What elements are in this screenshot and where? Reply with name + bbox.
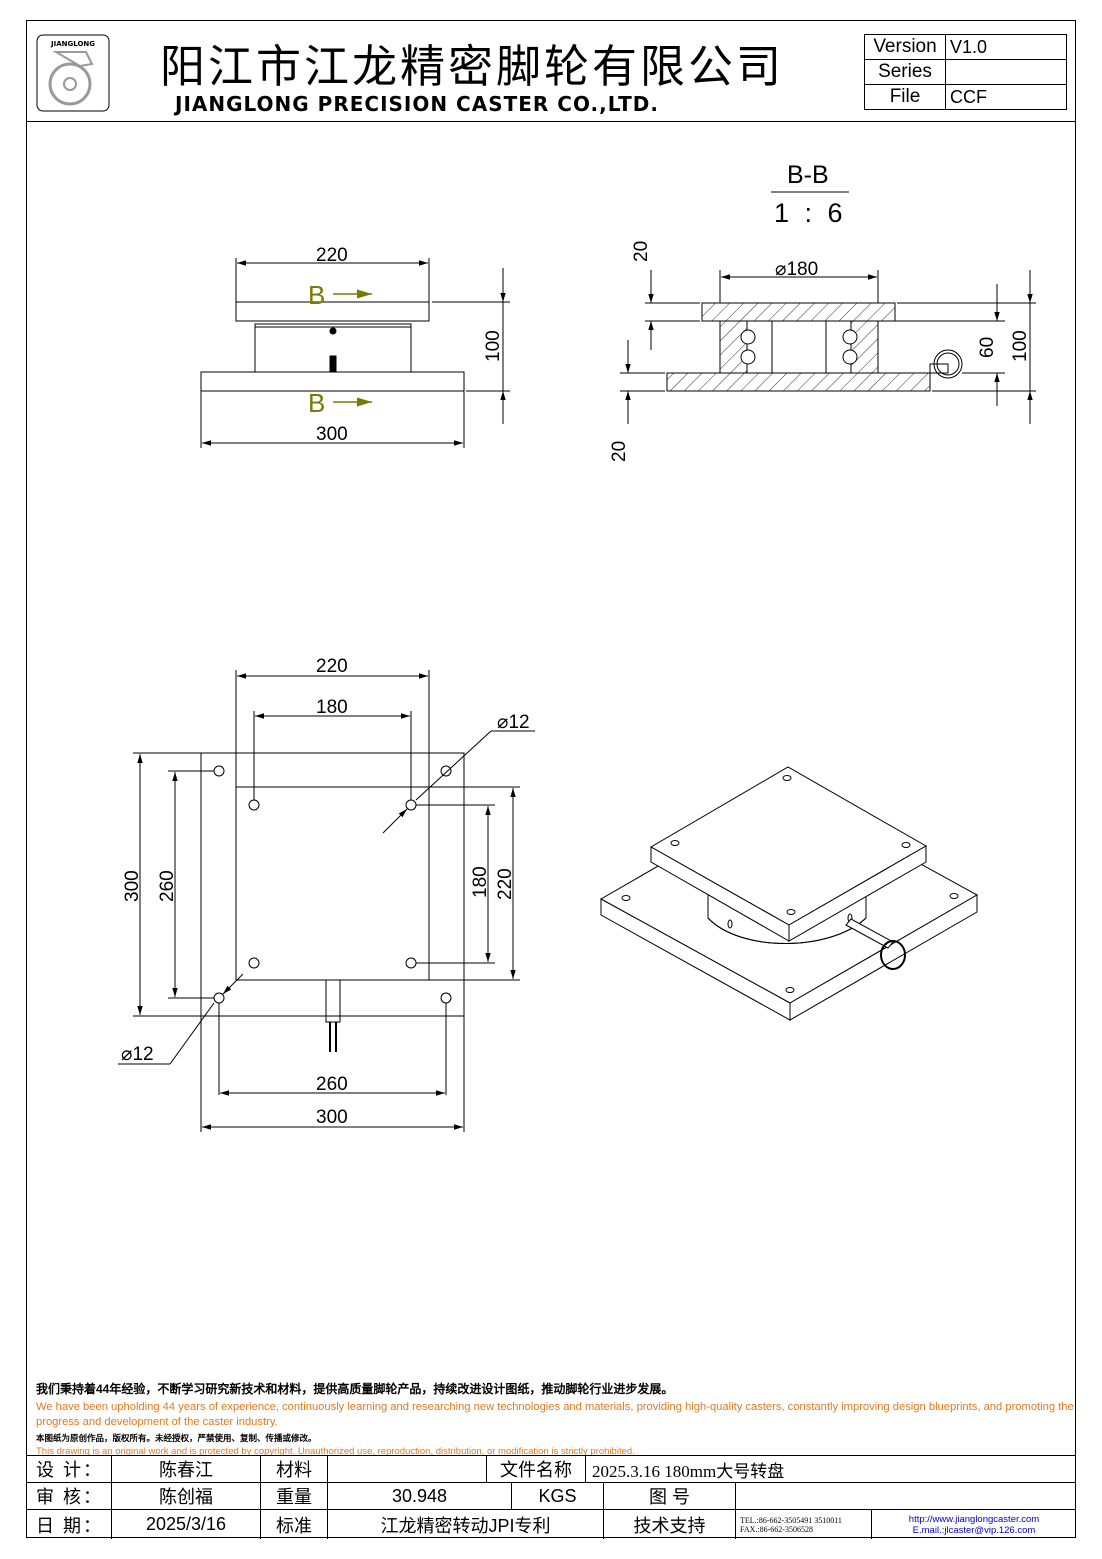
- material-value: [328, 1456, 487, 1483]
- company-name-en: JIANGLONG PRECISION CASTER CO.,LTD.: [175, 92, 659, 116]
- date-value: 2025/3/16: [112, 1510, 261, 1539]
- support-label: 技术支持: [604, 1510, 736, 1539]
- copyright-en: This drawing is an original work and is …: [36, 1446, 635, 1457]
- dim-plan-180-right: 180: [470, 866, 491, 898]
- note-en: We have been upholding 44 years of exper…: [36, 1401, 1074, 1428]
- dim-section-diameter: ⌀180: [775, 259, 818, 280]
- plan-view: [118, 670, 535, 1132]
- fax-text: FAX.:86-662-3506528: [740, 1524, 813, 1534]
- logo-text: JIANGLONG: [50, 40, 95, 48]
- front-view: [200, 258, 510, 448]
- dim-plan-180-top: 180: [316, 697, 348, 718]
- review-value: 陈创福: [112, 1483, 261, 1510]
- series-label: Series: [864, 59, 946, 85]
- filename-value: 2025.3.16 180mm大号转盘: [586, 1456, 1076, 1483]
- dim-front-height: 100: [483, 330, 504, 362]
- tel-text: TEL.:86-662-3505491 3510011: [740, 1515, 842, 1525]
- dim-section-base-thick: 20: [609, 441, 630, 462]
- standard-value: 江龙精密转动JPI专利: [328, 1510, 604, 1539]
- dim-plan-220-top: 220: [316, 656, 348, 677]
- website-link[interactable]: http://www.jianglongcaster.com: [908, 1513, 1040, 1525]
- dim-section-top-thick: 20: [631, 241, 652, 262]
- version-value: V1.0: [945, 34, 1067, 60]
- dim-front-base-width: 300: [316, 424, 348, 445]
- title-block: 设 计： 陈春江 材料 文件名称 2025.3.16 180mm大号转盘 审 核…: [26, 1455, 1076, 1539]
- dim-plan-260-left: 260: [157, 870, 178, 902]
- drawing-no-label: 图 号: [604, 1483, 736, 1510]
- file-value: CCF: [945, 84, 1067, 110]
- dim-plan-220-right: 220: [495, 868, 516, 900]
- isometric-view: [599, 766, 979, 1021]
- dim-plan-hole-top: ⌀12: [497, 712, 530, 733]
- dim-plan-hole-bottom: ⌀12: [121, 1044, 154, 1065]
- dim-plan-260-bottom: 260: [316, 1074, 348, 1095]
- weight-label: 重量: [261, 1483, 328, 1510]
- header: [26, 20, 1076, 122]
- drawing-sheet-border: [26, 20, 1076, 1538]
- dim-plan-300-left: 300: [122, 870, 143, 902]
- cut-label-b-bottom: B: [308, 388, 325, 418]
- note-cn: 我们秉持着44年经验，不断学习研究新技术和材料，提供高质量脚轮产品，持续改进设计…: [36, 1382, 674, 1396]
- design-label: 设 计：: [26, 1456, 112, 1483]
- cut-marker-top: B: [308, 280, 372, 310]
- email-link[interactable]: E.mail.:jlcaster@vip.126.com: [912, 1524, 1036, 1536]
- section-title: B-B: [787, 161, 829, 189]
- date-label: 日 期：: [26, 1510, 112, 1539]
- weight-unit: KGS: [512, 1483, 604, 1510]
- material-label: 材料: [261, 1456, 328, 1483]
- dim-plan-300-bottom: 300: [316, 1107, 348, 1128]
- dim-section-mid: 60: [977, 337, 998, 358]
- dim-front-top-width: 220: [316, 245, 348, 266]
- section-scale: 1 : 6: [774, 198, 847, 228]
- copyright-cn: 本图纸为原创作品，版权所有。未经授权，严禁使用、复制、传播或修改。: [36, 1433, 317, 1443]
- contact-web: http://www.jianglongcaster.com E.mail.:j…: [872, 1510, 1076, 1539]
- design-value: 陈春江: [112, 1456, 261, 1483]
- review-label: 审 核：: [26, 1483, 112, 1510]
- file-label: File: [864, 84, 946, 110]
- notes-block: 我们秉持着44年经验，不断学习研究新技术和材料，提供高质量脚轮产品，持续改进设计…: [36, 1380, 1076, 1457]
- drawing-no-value: [736, 1483, 1076, 1510]
- company-logo: JIANGLONG: [36, 34, 110, 112]
- standard-label: 标准: [261, 1510, 328, 1539]
- dim-section-total: 100: [1010, 330, 1031, 362]
- version-table: Version V1.0 Series File CCF: [864, 34, 1067, 110]
- filename-label: 文件名称: [487, 1456, 586, 1483]
- weight-value: 30.948: [328, 1483, 512, 1510]
- technical-drawing: B B 220 100 300 B-B 1 : 6: [118, 161, 1036, 1132]
- series-value: [945, 59, 1067, 85]
- cut-marker-bottom: B: [308, 388, 372, 418]
- cut-label-b-top: B: [308, 280, 325, 310]
- contact-phone: TEL.:86-662-3505491 3510011 FAX.:86-662-…: [736, 1510, 872, 1539]
- section-view: [620, 270, 1036, 424]
- company-name-cn: 阳江市江龙精密脚轮有限公司: [160, 40, 785, 93]
